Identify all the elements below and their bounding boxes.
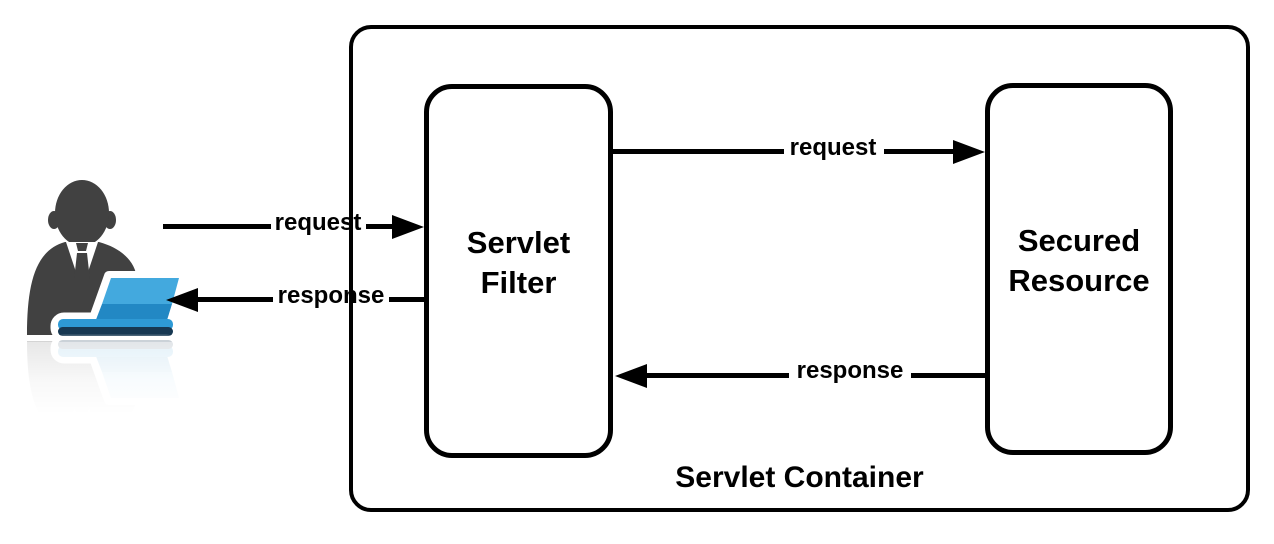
servlet-container-title: Servlet Container: [675, 461, 924, 494]
secured-resource-node: Secured Resource: [985, 83, 1173, 455]
internal-request-line-left: [612, 149, 784, 154]
internal-request-label: request: [789, 134, 877, 161]
secured-resource-label: Secured Resource: [1008, 223, 1150, 298]
internal-response-line-right: [911, 373, 985, 378]
internal-response-line-left: [647, 373, 789, 378]
client-request-line-right: [366, 224, 393, 229]
client-response-arrowhead-icon: [166, 288, 198, 312]
client-response-line-right: [389, 297, 424, 302]
internal-response-arrowhead-icon: [615, 364, 647, 388]
internal-request-arrowhead-icon: [953, 140, 985, 164]
client-response-label: response: [277, 282, 385, 309]
servlet-filter-node: Servlet Filter: [424, 84, 613, 458]
client-response-line-left: [197, 297, 273, 302]
client-request-label: request: [274, 209, 362, 236]
client-request-arrowhead-icon: [392, 215, 424, 239]
servlet-filter-label: Servlet Filter: [466, 225, 571, 300]
internal-request-line-right: [884, 149, 955, 154]
internal-response-label: response: [796, 357, 904, 384]
client-request-line-left: [163, 224, 271, 229]
user-at-laptop-icon: [25, 180, 186, 432]
